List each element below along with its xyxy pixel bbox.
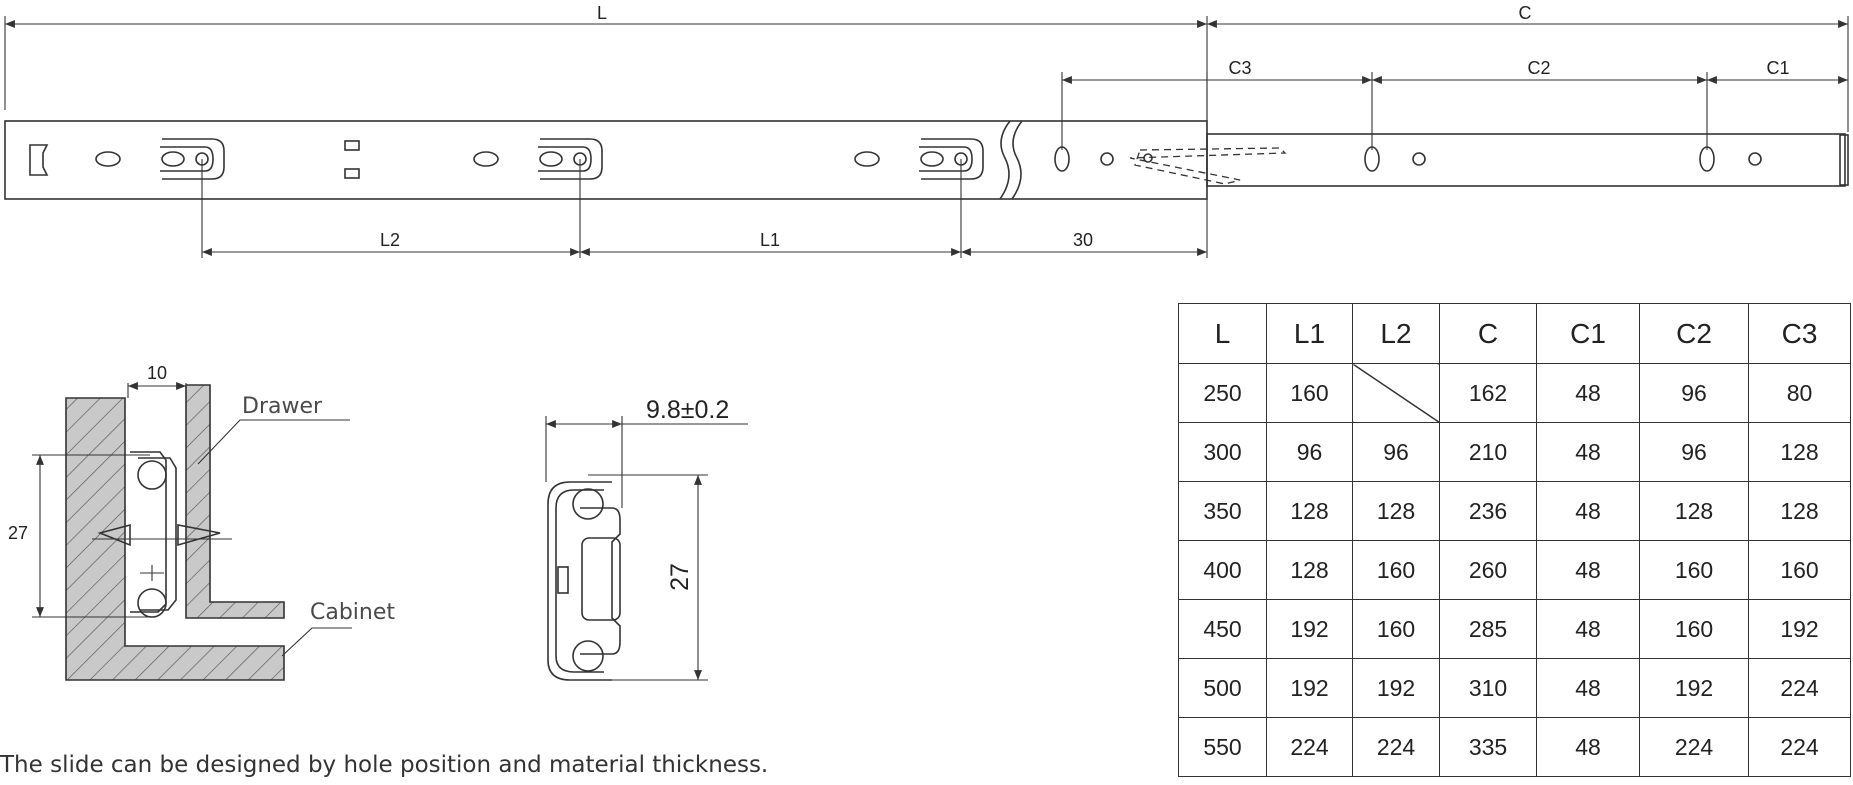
dim-C-label: C [1519,3,1532,23]
table-cell: 192 [1352,658,1440,718]
table-cell: 48 [1536,599,1640,659]
table-cell: 224 [1748,717,1851,777]
dim-30-label: 30 [1073,230,1093,250]
table-cell: 260 [1439,540,1537,600]
table-cell: 300 [1178,422,1267,482]
table-cell: 224 [1639,717,1749,777]
table-header-cell: C1 [1536,303,1640,364]
table-cell: 160 [1352,599,1440,659]
dim-C: C [1207,3,1849,132]
drawer-label: Drawer [242,394,323,419]
section-height-dim: 27 [8,523,28,543]
table-cell: 236 [1439,481,1537,541]
cabinet-section [65,397,285,681]
table-cell: 48 [1536,717,1640,777]
table-cell: 48 [1536,481,1640,541]
drawer-section [185,384,285,619]
table-cell: 224 [1352,717,1440,777]
table-cell: 128 [1266,540,1353,600]
table-cell: 335 [1439,717,1537,777]
table-cell: 48 [1536,363,1640,423]
table-cell: 224 [1266,717,1353,777]
table-cell: 96 [1352,422,1440,482]
table-cell: 310 [1439,658,1537,718]
table-header-cell: C2 [1639,303,1749,364]
table-header-cell: C [1439,303,1537,364]
section-width-dim: 10 [147,363,167,383]
table-cell-empty [1352,363,1440,423]
table-cell: 210 [1439,422,1537,482]
profile-height-dim: 27 [666,563,694,591]
table-cell: 128 [1352,481,1440,541]
dim-L: L [4,3,1208,120]
table-cell: 48 [1536,540,1640,600]
table-cell: 160 [1639,540,1749,600]
table-cell: 128 [1748,481,1851,541]
table-cell: 96 [1639,363,1749,423]
outer-rail [4,120,1208,200]
table-cell: 250 [1178,363,1267,423]
top-view: L C C3 C2 C1 [4,3,1849,258]
slide-profile: 9.8±0.2 27 [545,396,748,681]
table-cell: 128 [1639,481,1749,541]
table-cell: 160 [1266,363,1353,423]
table-cell: 80 [1748,363,1851,423]
table-cell: 285 [1439,599,1537,659]
table-cell: 160 [1748,540,1851,600]
dim-L-label: L [597,3,607,23]
table-cell: 350 [1178,481,1267,541]
dim-C1-label: C1 [1766,58,1789,78]
table-cell: 96 [1266,422,1353,482]
table-cell: 192 [1266,599,1353,659]
table-cell: 192 [1639,658,1749,718]
table-cell: 160 [1352,540,1440,600]
dim-L-parts: L2 L1 30 [201,159,1208,258]
dim-L1-label: L1 [760,230,780,250]
dim-L2-label: L2 [380,230,400,250]
mount-holes [95,138,984,180]
inner-rail [1206,133,1846,187]
table-cell: 450 [1178,599,1267,659]
cabinet-label: Cabinet [310,600,395,625]
table-cell: 400 [1178,540,1267,600]
table-cell: 48 [1536,658,1640,718]
rail-end-stop [1839,134,1849,186]
footer-note: The slide can be designed by hole positi… [0,752,769,778]
table-cell: 128 [1748,422,1851,482]
table-cell: 192 [1748,599,1851,659]
table-cell: 162 [1439,363,1537,423]
table-header-cell: L [1178,303,1267,364]
table-cell: 96 [1639,422,1749,482]
table-header-cell: L2 [1352,303,1440,364]
table-cell: 550 [1178,717,1267,777]
table-cell: 160 [1639,599,1749,659]
table-cell: 500 [1178,658,1267,718]
dim-C3-label: C3 [1228,58,1251,78]
dim-C2-label: C2 [1527,58,1550,78]
table-header-cell: L1 [1266,303,1353,364]
dim-C-parts: C3 C2 C1 [1061,58,1848,150]
profile-thickness-dim: 9.8±0.2 [646,396,729,424]
table-cell: 192 [1266,658,1353,718]
table-header-cell: C3 [1748,303,1851,364]
table-cell: 48 [1536,422,1640,482]
installation-section: 10 27 Drawer Cabinet [8,363,395,681]
table-cell: 128 [1266,481,1353,541]
table-cell: 224 [1748,658,1851,718]
